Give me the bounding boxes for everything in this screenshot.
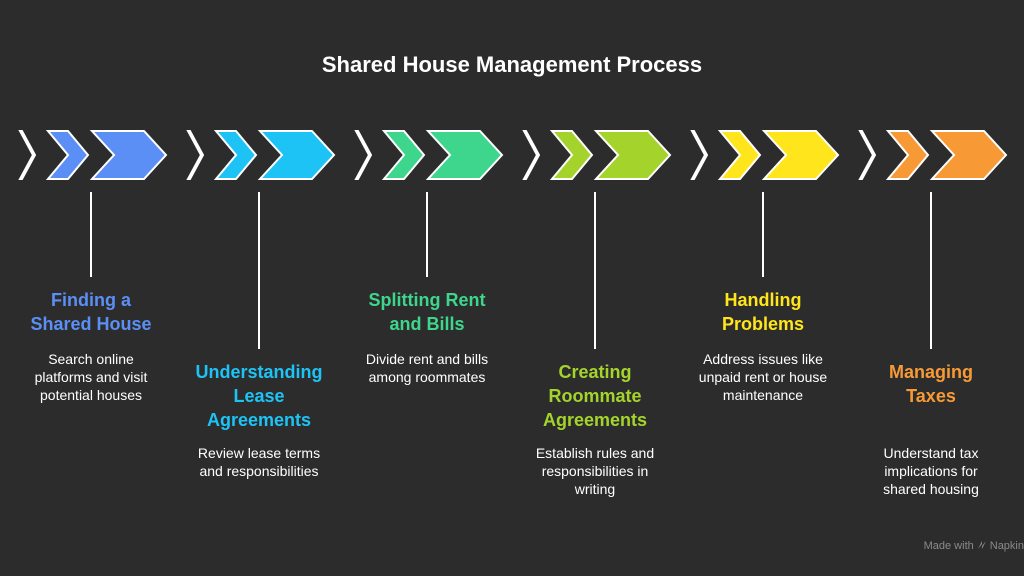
chevron-arrow-1 <box>690 130 709 180</box>
step-heading-line: Managing <box>889 362 973 382</box>
chevron-arrow-2 <box>213 130 258 180</box>
step-description-line: responsibilities in <box>541 463 649 479</box>
step-heading-line: Roommate <box>548 386 642 406</box>
chevron-arrow-1 <box>858 130 877 180</box>
step-heading-line: and Bills <box>389 314 465 334</box>
step-chevron-arrows <box>354 130 504 180</box>
chevron-arrow-1 <box>354 130 373 180</box>
chevron-arrow-2 <box>549 130 594 180</box>
step-description-line: unpaid rent or house <box>698 369 828 385</box>
napkin-logo-icon <box>977 541 986 549</box>
step-chevron-arrows <box>522 130 672 180</box>
step-chevron-arrows <box>18 130 168 180</box>
step-description-line: maintenance <box>722 387 804 403</box>
step-description-line: Understand tax <box>883 445 979 461</box>
step-description-line: potential houses <box>40 387 142 403</box>
connector-line <box>90 192 92 277</box>
step-chevron-arrows <box>186 130 336 180</box>
chevron-arrow-3 <box>929 130 1008 180</box>
step-heading-line: Taxes <box>906 386 956 406</box>
footer-credit: Made with Napkin <box>924 540 1024 552</box>
step-description-line: implications for <box>884 463 978 479</box>
step-heading-line: Handling <box>724 290 802 310</box>
step-heading-line: Creating <box>558 362 632 382</box>
step-description-line: Address issues like <box>703 351 823 367</box>
chevron-arrow-2 <box>885 130 930 180</box>
chevron-arrow-3 <box>761 130 840 180</box>
step-description-line: Establish rules and <box>535 445 655 461</box>
connector-line <box>594 192 596 349</box>
diagram-title: Shared House Management Process <box>321 52 703 77</box>
connector-line <box>930 192 932 349</box>
chevron-arrow-3 <box>593 130 672 180</box>
chevron-arrow-2 <box>717 130 762 180</box>
step-description: Search online platforms and visit potentia… <box>6 350 176 404</box>
chevron-arrow-2 <box>45 130 90 180</box>
step-heading-line: Finding a <box>51 290 131 310</box>
step-heading-line: Agreements <box>542 410 648 430</box>
step-description: Review lease terms and responsibilities <box>174 444 344 480</box>
chevron-arrow-3 <box>257 130 336 180</box>
step-heading-line: Agreements <box>206 410 312 430</box>
step-description-line: shared housing <box>883 481 979 497</box>
made-with-text: Made with <box>923 540 974 552</box>
chevron-arrow-3 <box>425 130 504 180</box>
chevron-arrow-1 <box>522 130 541 180</box>
step-description: Establish rules and responsibilities in wr… <box>510 444 680 498</box>
step-description: Address issues like unpaid rent or house m… <box>678 350 848 404</box>
step-description: Understand tax implications for shared hou… <box>846 444 1016 498</box>
step-description-line: Divide rent and bills <box>365 351 489 367</box>
chevron-arrow-1 <box>18 130 37 180</box>
connector-line <box>258 192 260 349</box>
chevron-arrow-1 <box>186 130 205 180</box>
connector-line <box>762 192 764 277</box>
step-heading-line: Lease <box>233 386 285 406</box>
step-heading: Finding a Shared House <box>6 288 176 336</box>
step-description-line: among roommates <box>368 369 486 385</box>
step-chevron-arrows <box>690 130 840 180</box>
connector-line <box>426 192 428 277</box>
step-heading-line: Problems <box>721 314 805 334</box>
step-heading-line: Shared House <box>30 314 152 334</box>
step-heading-line: Understanding <box>195 362 323 382</box>
step-chevron-arrows <box>858 130 1008 180</box>
step-heading: Splitting Rent and Bills <box>342 288 512 336</box>
step-description-line: and responsibilities <box>199 463 319 479</box>
step-description-line: platforms and visit <box>34 369 148 385</box>
step-heading-line: Splitting Rent <box>368 290 486 310</box>
step-description: Divide rent and bills among roommates <box>342 350 512 386</box>
step-description-line: Review lease terms <box>197 445 321 461</box>
chevron-arrow-3 <box>89 130 168 180</box>
brand-text: Napkin <box>989 540 1024 552</box>
step-description-line: writing <box>574 481 616 497</box>
chevron-arrow-2 <box>381 130 426 180</box>
step-description-line: Search online <box>48 351 134 367</box>
